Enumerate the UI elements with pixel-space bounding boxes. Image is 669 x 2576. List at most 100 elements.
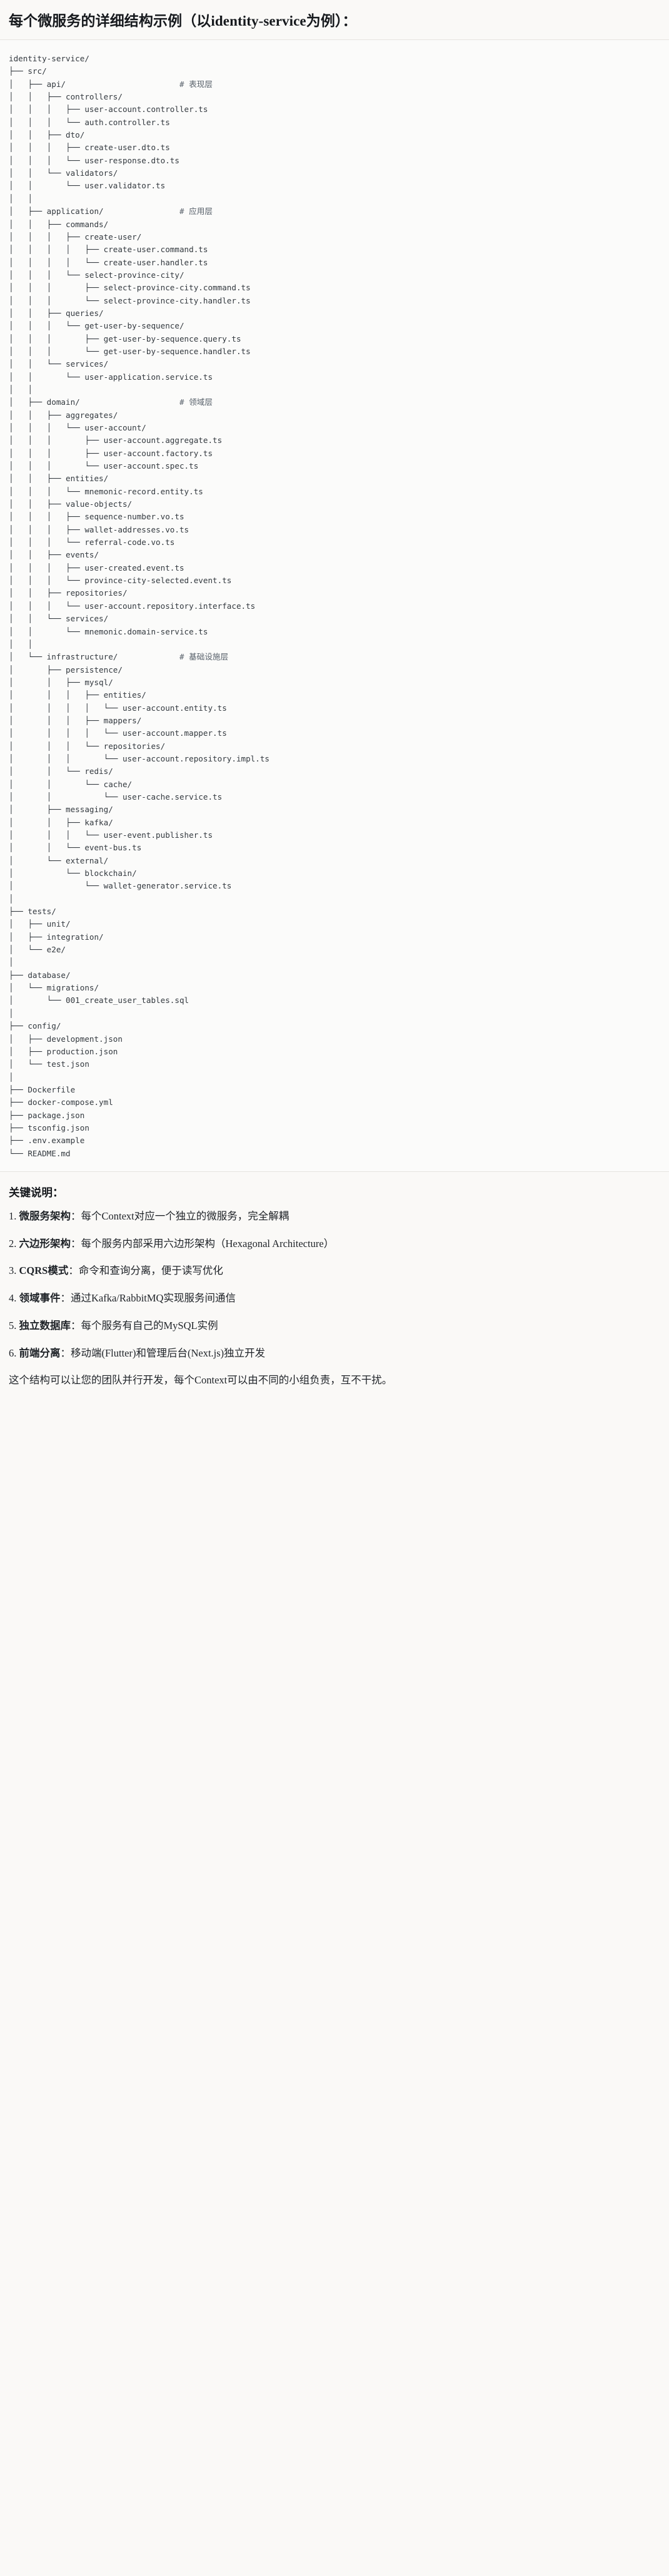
tree-line: │ │ │ ├── create-user.dto.ts bbox=[9, 143, 170, 153]
tree-line: │ │ ├── value-objects/ bbox=[9, 499, 133, 509]
key-note-separator: ： bbox=[60, 1292, 71, 1305]
tree-line: │ │ │ ├── select-province-city.command.t… bbox=[9, 283, 251, 293]
tree-line: │ │ │ └── get-user-by-sequence.handler.t… bbox=[9, 346, 251, 356]
tree-line: │ │ └── services/ bbox=[9, 614, 109, 624]
tree-line: │ │ │ └── referral-code.vo.ts bbox=[9, 537, 175, 547]
tree-line: │ │ │ └── user-account/ bbox=[9, 423, 146, 433]
tree-line-comment: # 应用层 bbox=[179, 206, 213, 216]
tree-line: │ │ │ ├── mappers/ bbox=[9, 715, 142, 725]
tree-line: │ │ │ │ └── user-account.mapper.ts bbox=[9, 728, 227, 738]
tree-line: ├── tsconfig.json bbox=[9, 1123, 89, 1133]
tree-line: │ │ └── event-bus.ts bbox=[9, 843, 142, 853]
key-note-description: 通过Kafka/RabbitMQ实现服务间通信 bbox=[71, 1292, 236, 1305]
tree-line: │ │ │ └── mnemonic-record.entity.ts bbox=[9, 486, 203, 496]
tree-line: ├── database/ bbox=[9, 970, 71, 980]
tree-line: │ │ ├── aggregates/ bbox=[9, 410, 118, 420]
tree-line: │ │ │ └── select-province-city.handler.t… bbox=[9, 295, 251, 305]
tree-line: │ │ │ └── user-event.publisher.ts bbox=[9, 830, 213, 840]
tree-line: │ ├── api/ # 表现层 bbox=[9, 79, 213, 89]
tree-line: │ │ │ └── repositories/ bbox=[9, 741, 166, 751]
tree-line: │ └── 001_create_user_tables.sql bbox=[9, 995, 189, 1005]
tree-line: │ ├── domain/ # 领域层 bbox=[9, 397, 213, 407]
tree-line: │ └── test.json bbox=[9, 1059, 89, 1069]
key-note-separator: ： bbox=[71, 1237, 81, 1250]
tree-line: ├── package.json bbox=[9, 1110, 85, 1120]
tree-line: │ ├── application/ # 应用层 bbox=[9, 206, 213, 216]
tree-line: │ └── external/ bbox=[9, 855, 109, 865]
tree-line: └── README.md bbox=[9, 1148, 71, 1158]
tree-line: │ │ │ ├── user-created.event.ts bbox=[9, 563, 184, 573]
tree-line: │ │ │ │ └── create-user.handler.ts bbox=[9, 257, 208, 267]
tree-line: │ ├── development.json bbox=[9, 1034, 123, 1044]
key-note-item: 六边形架构：每个服务内部采用六边形架构（Hexagonal Architectu… bbox=[9, 1236, 660, 1252]
tree-line: ├── .env.example bbox=[9, 1136, 85, 1146]
tree-line: │ └── migrations/ bbox=[9, 983, 99, 993]
key-note-item: 领域事件：通过Kafka/RabbitMQ实现服务间通信 bbox=[9, 1291, 660, 1306]
tree-line: ├── config/ bbox=[9, 1021, 61, 1031]
tree-line: │ │ └── validators/ bbox=[9, 168, 118, 178]
tree-line: │ │ │ └── province-city-selected.event.t… bbox=[9, 576, 232, 586]
key-note-separator: ： bbox=[60, 1347, 71, 1359]
tree-line: │ ├── persistence/ bbox=[9, 664, 123, 675]
tree-line: │ │ ├── controllers/ bbox=[9, 92, 123, 102]
tree-line: │ └── e2e/ bbox=[9, 945, 66, 955]
tree-line: │ ├── production.json bbox=[9, 1046, 118, 1056]
tree-line: │ │ │ ├── user-account.factory.ts bbox=[9, 448, 213, 458]
tree-line: │ │ bbox=[9, 639, 33, 649]
tree-line: │ │ │ └── user-account.repository.impl.t… bbox=[9, 753, 270, 763]
closing-statement: 这个结构可以让您的团队并行开发，每个Context可以由不同的小组负责，互不干扰… bbox=[9, 1374, 393, 1387]
key-note-description: 每个Context对应一个独立的微服务，完全解耦 bbox=[81, 1209, 289, 1222]
tree-line: │ │ └── cache/ bbox=[9, 779, 133, 789]
tree-line: │ │ │ ├── sequence-number.vo.ts bbox=[9, 512, 184, 522]
tree-line-comment: # 基础设施层 bbox=[179, 652, 229, 662]
tree-line: │ bbox=[9, 893, 14, 904]
tree-line: │ ├── integration/ bbox=[9, 932, 104, 942]
key-note-term: 六边形架构 bbox=[19, 1237, 71, 1250]
tree-line: │ │ ├── entities/ bbox=[9, 474, 109, 484]
key-note-item: 微服务架构：每个Context对应一个独立的微服务，完全解耦 bbox=[9, 1209, 660, 1224]
tree-line: │ │ └── services/ bbox=[9, 359, 109, 369]
key-note-item: 前端分离：移动端(Flutter)和管理后台(Next.js)独立开发 bbox=[9, 1346, 660, 1362]
key-notes-list: 微服务架构：每个Context对应一个独立的微服务，完全解耦六边形架构：每个服务… bbox=[9, 1209, 660, 1362]
tree-line: │ │ └── user.validator.ts bbox=[9, 181, 166, 191]
tree-line: │ │ └── mnemonic.domain-service.ts bbox=[9, 626, 208, 636]
key-note-term: CQRS模式 bbox=[19, 1265, 69, 1277]
tree-line: │ │ │ └── get-user-by-sequence/ bbox=[9, 321, 184, 331]
key-note-term: 独立数据库 bbox=[19, 1319, 71, 1331]
key-note-description: 每个服务有自己的MySQL实例 bbox=[81, 1319, 218, 1331]
tree-line: │ │ │ ├── get-user-by-sequence.query.ts bbox=[9, 333, 241, 344]
key-note-item: 独立数据库：每个服务有自己的MySQL实例 bbox=[9, 1318, 660, 1334]
tree-line: │ │ │ ├── create-user/ bbox=[9, 232, 142, 242]
key-note-description: 每个服务内部采用六边形架构（Hexagonal Architecture） bbox=[81, 1237, 334, 1250]
tree-line: │ bbox=[9, 1008, 14, 1018]
tree-line: ├── docker-compose.yml bbox=[9, 1097, 113, 1107]
tree-line: │ bbox=[9, 1072, 14, 1082]
page-root: 每个微服务的详细结构示例（以identity-service为例）： ident… bbox=[0, 0, 669, 1400]
tree-line: │ │ │ └── select-province-city/ bbox=[9, 270, 184, 280]
tree-line: │ │ └── user-cache.service.ts bbox=[9, 792, 223, 802]
directory-tree-section: identity-service/ ├── src/ │ ├── api/ # … bbox=[0, 40, 669, 1172]
tree-line: identity-service/ bbox=[9, 54, 89, 64]
key-note-separator: ： bbox=[71, 1319, 81, 1331]
header-section: 每个微服务的详细结构示例（以identity-service为例）： bbox=[0, 0, 669, 41]
tree-line: ├── src/ bbox=[9, 66, 47, 76]
tree-line: │ │ │ └── user-account.spec.ts bbox=[9, 461, 199, 471]
tree-line: │ │ bbox=[9, 384, 33, 394]
directory-tree: identity-service/ ├── src/ │ ├── api/ # … bbox=[9, 53, 660, 1160]
tree-line: │ │ │ ├── entities/ bbox=[9, 690, 146, 700]
tree-line: │ │ │ ├── wallet-addresses.vo.ts bbox=[9, 524, 189, 534]
tree-line: │ │ ├── dto/ bbox=[9, 130, 85, 140]
tree-line: ├── tests/ bbox=[9, 907, 56, 917]
tree-line: │ │ │ ├── user-account.controller.ts bbox=[9, 104, 208, 115]
tree-line: │ │ │ └── user-response.dto.ts bbox=[9, 155, 179, 165]
tree-line: │ ├── messaging/ bbox=[9, 805, 113, 815]
tree-line: │ ├── unit/ bbox=[9, 919, 71, 929]
tree-line: │ │ │ ├── user-account.aggregate.ts bbox=[9, 435, 223, 445]
tree-line: │ │ └── redis/ bbox=[9, 766, 113, 776]
tree-line: │ │ │ └── user-account.repository.interf… bbox=[9, 601, 256, 611]
key-note-term: 前端分离 bbox=[19, 1347, 61, 1359]
tree-line: │ │ ├── events/ bbox=[9, 550, 99, 560]
key-note-separator: ： bbox=[71, 1209, 81, 1222]
key-notes-title: 关键说明： bbox=[9, 1186, 64, 1199]
tree-line: │ │ ├── queries/ bbox=[9, 308, 104, 318]
